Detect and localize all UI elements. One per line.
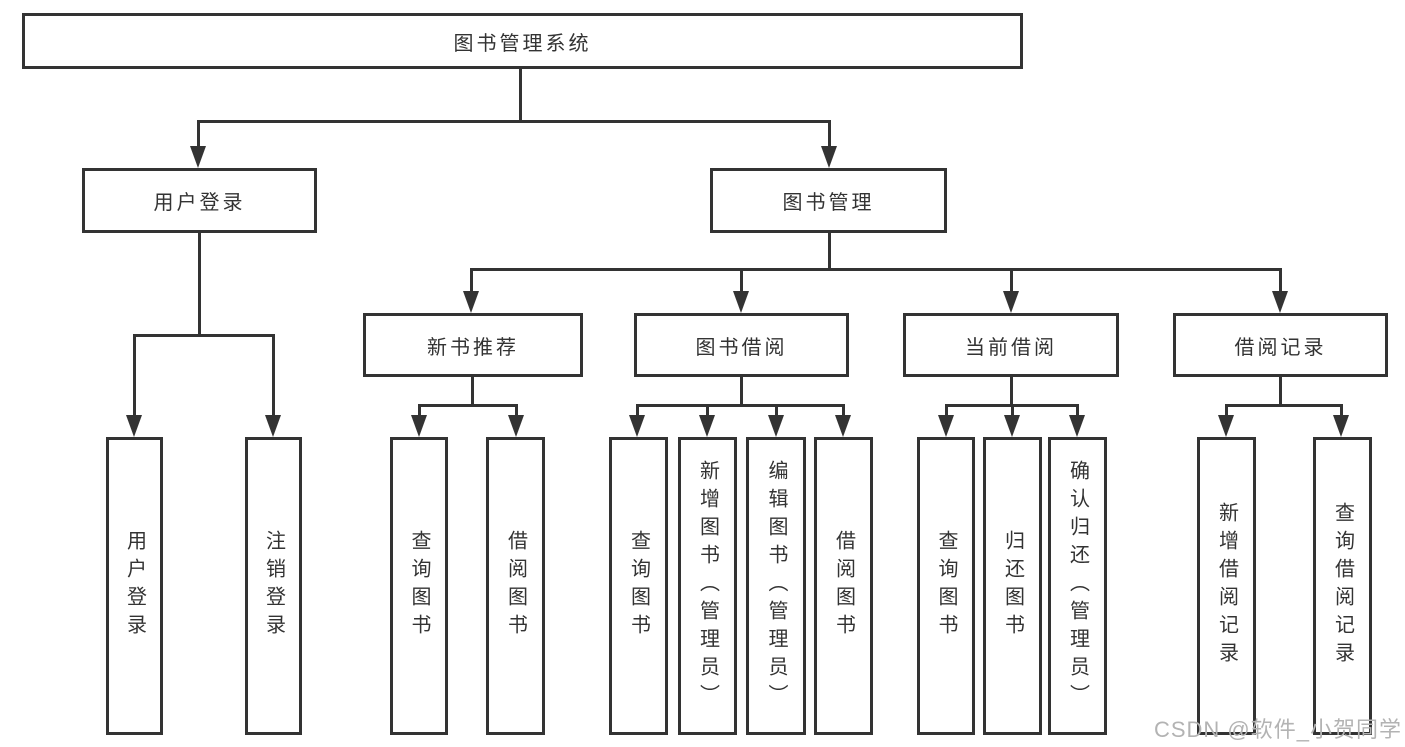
arrowhead-down (938, 415, 954, 437)
arrowhead-down (265, 415, 281, 437)
connector-stem (197, 120, 200, 152)
arrowhead-down (629, 415, 645, 437)
connector-stem (1225, 404, 1228, 420)
connector-stem (1076, 404, 1079, 420)
leaf-label: 新增图书（管理员） (696, 460, 719, 712)
connector-branch (133, 334, 274, 337)
arrowhead-down (1004, 415, 1020, 437)
node-label: 图书借阅 (695, 336, 788, 359)
leaf-label: 借阅图书 (504, 530, 527, 642)
connector-stem (198, 231, 201, 336)
node-book-borrowing: 图书借阅 (634, 313, 849, 377)
node-new-book-recommend: 新书推荐 (363, 313, 583, 377)
leaf-label: 归还图书 (1001, 530, 1024, 642)
connector-stem (740, 375, 743, 406)
connector-branch (636, 404, 845, 407)
leaf-label: 查询图书 (408, 530, 430, 642)
connector-branch (1225, 404, 1343, 407)
arrowhead-down (821, 146, 837, 168)
node-label: 新书推荐 (427, 336, 519, 359)
leaf-label: 查询图书 (627, 530, 650, 642)
arrowhead-down (1069, 415, 1085, 437)
connector-stem (945, 404, 948, 420)
leaf-add-book-admin: 新增图书（管理员） (678, 437, 737, 735)
connector-stem (636, 404, 639, 420)
leaf-borrow-books-borrowing: 借阅图书 (814, 437, 873, 735)
connector-stem (272, 334, 275, 420)
leaf-label: 借阅图书 (832, 530, 855, 642)
leaf-query-books-borrowing: 查询图书 (609, 437, 668, 735)
node-label: 图书管理 (782, 192, 875, 214)
arrowhead-down (733, 291, 749, 313)
arrowhead-down (699, 415, 715, 437)
arrowhead-down (768, 415, 784, 437)
connector-stem (133, 334, 136, 420)
leaf-user-login: 用户登录 (106, 437, 163, 735)
arrowhead-down (411, 415, 427, 437)
arrowhead-down (1003, 291, 1019, 313)
leaf-edit-book-admin: 编辑图书（管理员） (746, 437, 806, 735)
leaf-query-books-current: 查询图书 (917, 437, 975, 735)
arrowhead-down (463, 291, 479, 313)
arrowhead-down (190, 146, 206, 168)
connector-root-branch (198, 120, 831, 123)
leaf-add-borrow-record: 新增借阅记录 (1197, 437, 1256, 735)
leaf-query-books-recommend: 查询图书 (390, 437, 448, 735)
arrowhead-down (1272, 291, 1288, 313)
node-label: 借阅记录 (1234, 336, 1327, 359)
leaf-label: 查询图书 (935, 530, 957, 642)
connector-stem (515, 404, 518, 420)
connector-branch (418, 404, 518, 407)
connector-stem (471, 375, 474, 406)
node-user-login: 用户登录 (82, 168, 317, 233)
connector-stem (828, 231, 831, 270)
node-label: 当前借阅 (965, 336, 1057, 359)
connector-stem (470, 268, 473, 294)
connector-stem (842, 404, 845, 420)
leaf-return-book: 归还图书 (983, 437, 1042, 735)
leaf-label: 确认归还（管理员） (1066, 460, 1089, 712)
node-book-management: 图书管理 (710, 168, 947, 233)
connector-stem (418, 404, 421, 420)
connector-root-stem (519, 66, 522, 122)
arrowhead-down (835, 415, 851, 437)
leaf-label: 注销登录 (262, 530, 285, 642)
leaf-confirm-return-admin: 确认归还（管理员） (1048, 437, 1107, 735)
node-root: 图书管理系统 (22, 13, 1023, 69)
node-borrowing-records: 借阅记录 (1173, 313, 1388, 377)
connector-stem (740, 268, 743, 294)
connector-stem (1010, 375, 1013, 406)
arrowhead-down (508, 415, 524, 437)
connector-stem (1279, 268, 1282, 294)
connector-stem (706, 404, 709, 420)
leaf-label: 编辑图书（管理员） (765, 460, 787, 712)
connector-stem (1011, 404, 1014, 420)
node-current-borrowing: 当前借阅 (903, 313, 1119, 377)
node-label: 用户登录 (153, 192, 246, 214)
connector-stem (828, 120, 831, 152)
leaf-label: 新增借阅记录 (1215, 502, 1238, 670)
connector-branch (471, 268, 1282, 271)
leaf-query-borrow-record: 查询借阅记录 (1313, 437, 1372, 735)
connector-stem (1279, 375, 1282, 406)
arrowhead-down (1218, 415, 1234, 437)
leaf-borrow-books-recommend: 借阅图书 (486, 437, 545, 735)
watermark-text: CSDN @软件_小贺同学 (1153, 717, 1402, 742)
connector-stem (1340, 404, 1343, 420)
leaf-logout: 注销登录 (245, 437, 302, 735)
arrowhead-down (126, 415, 142, 437)
leaf-label: 查询借阅记录 (1331, 502, 1354, 670)
leaf-label: 用户登录 (123, 530, 146, 642)
node-root-label: 图书管理系统 (453, 32, 592, 55)
connector-stem (775, 404, 778, 420)
connector-stem (1010, 268, 1013, 294)
arrowhead-down (1333, 415, 1349, 437)
